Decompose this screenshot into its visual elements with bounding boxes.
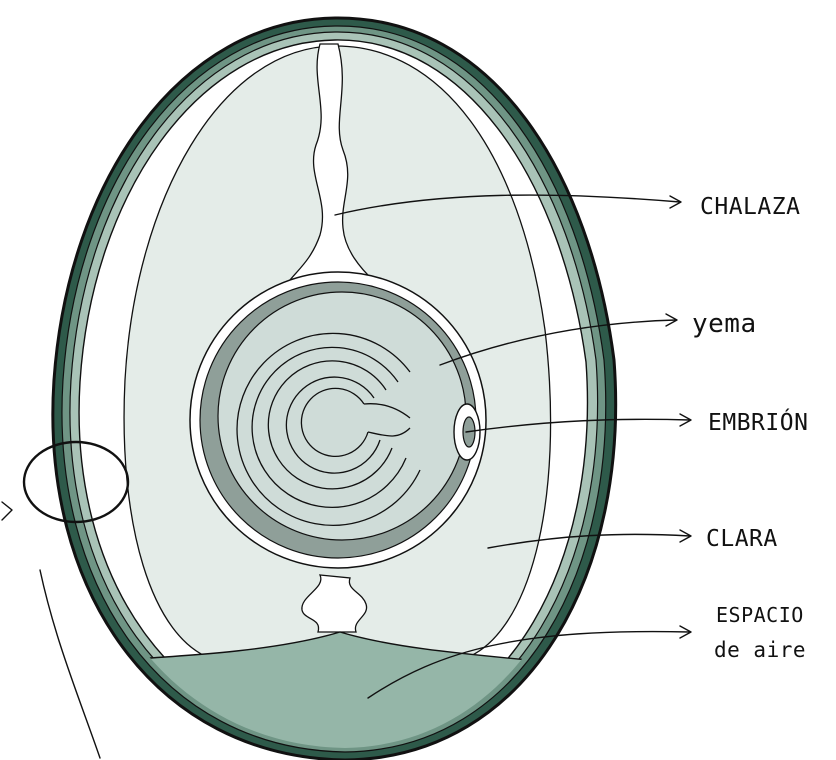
yolk-yema	[190, 272, 486, 568]
label-embrion: EMBRIÓN	[708, 408, 808, 436]
shell-detail-arrow	[2, 502, 12, 520]
label-clara: CLARA	[706, 526, 778, 552]
label-espacio-line1: ESPACIO	[716, 603, 804, 627]
label-espacio-line2: de aire	[714, 638, 806, 662]
label-chalaza: CHALAZA	[700, 194, 800, 220]
label-yema: yema	[692, 309, 757, 339]
shell-detail-pointer	[40, 570, 100, 758]
